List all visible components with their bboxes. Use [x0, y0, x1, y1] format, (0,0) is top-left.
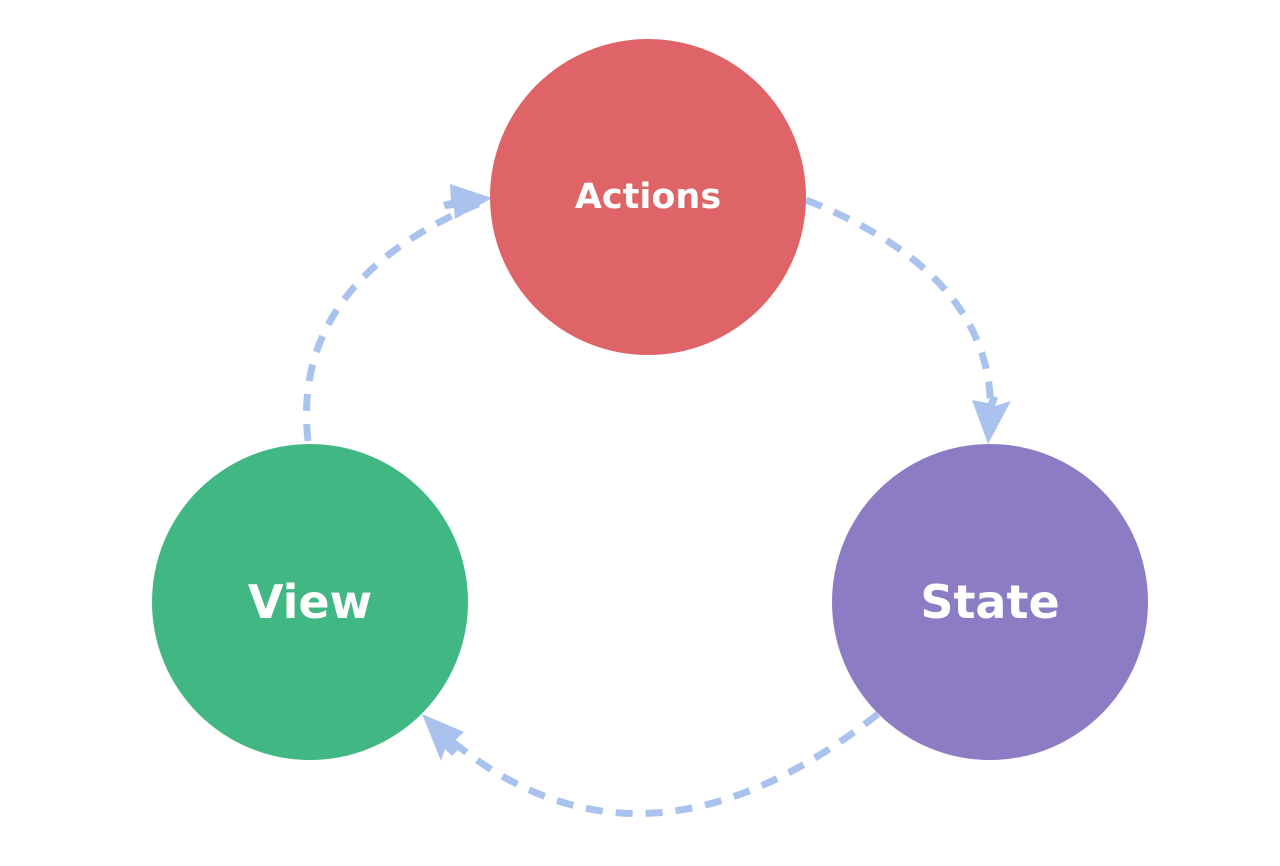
edge-actions-to-state-line	[804, 196, 995, 437]
arrowhead-down-icon	[972, 395, 1011, 444]
view-circle	[152, 444, 468, 760]
state-circle	[832, 444, 1148, 760]
edge-state-to-view	[422, 711, 881, 817]
node-state: State	[832, 444, 1148, 760]
edge-actions-to-state	[804, 196, 1011, 444]
view-label: View	[248, 575, 372, 629]
arrowhead-up-left-icon	[422, 714, 464, 761]
node-actions: Actions	[490, 39, 806, 355]
edge-view-to-actions-line	[303, 195, 492, 442]
state-label: State	[920, 575, 1059, 629]
actions-circle	[490, 39, 806, 355]
edge-view-to-actions	[303, 184, 492, 442]
node-view: View	[152, 444, 468, 760]
arrowhead-up-right-icon	[443, 184, 492, 219]
edge-state-to-view-line	[425, 711, 881, 817]
actions-label: Actions	[575, 177, 721, 217]
